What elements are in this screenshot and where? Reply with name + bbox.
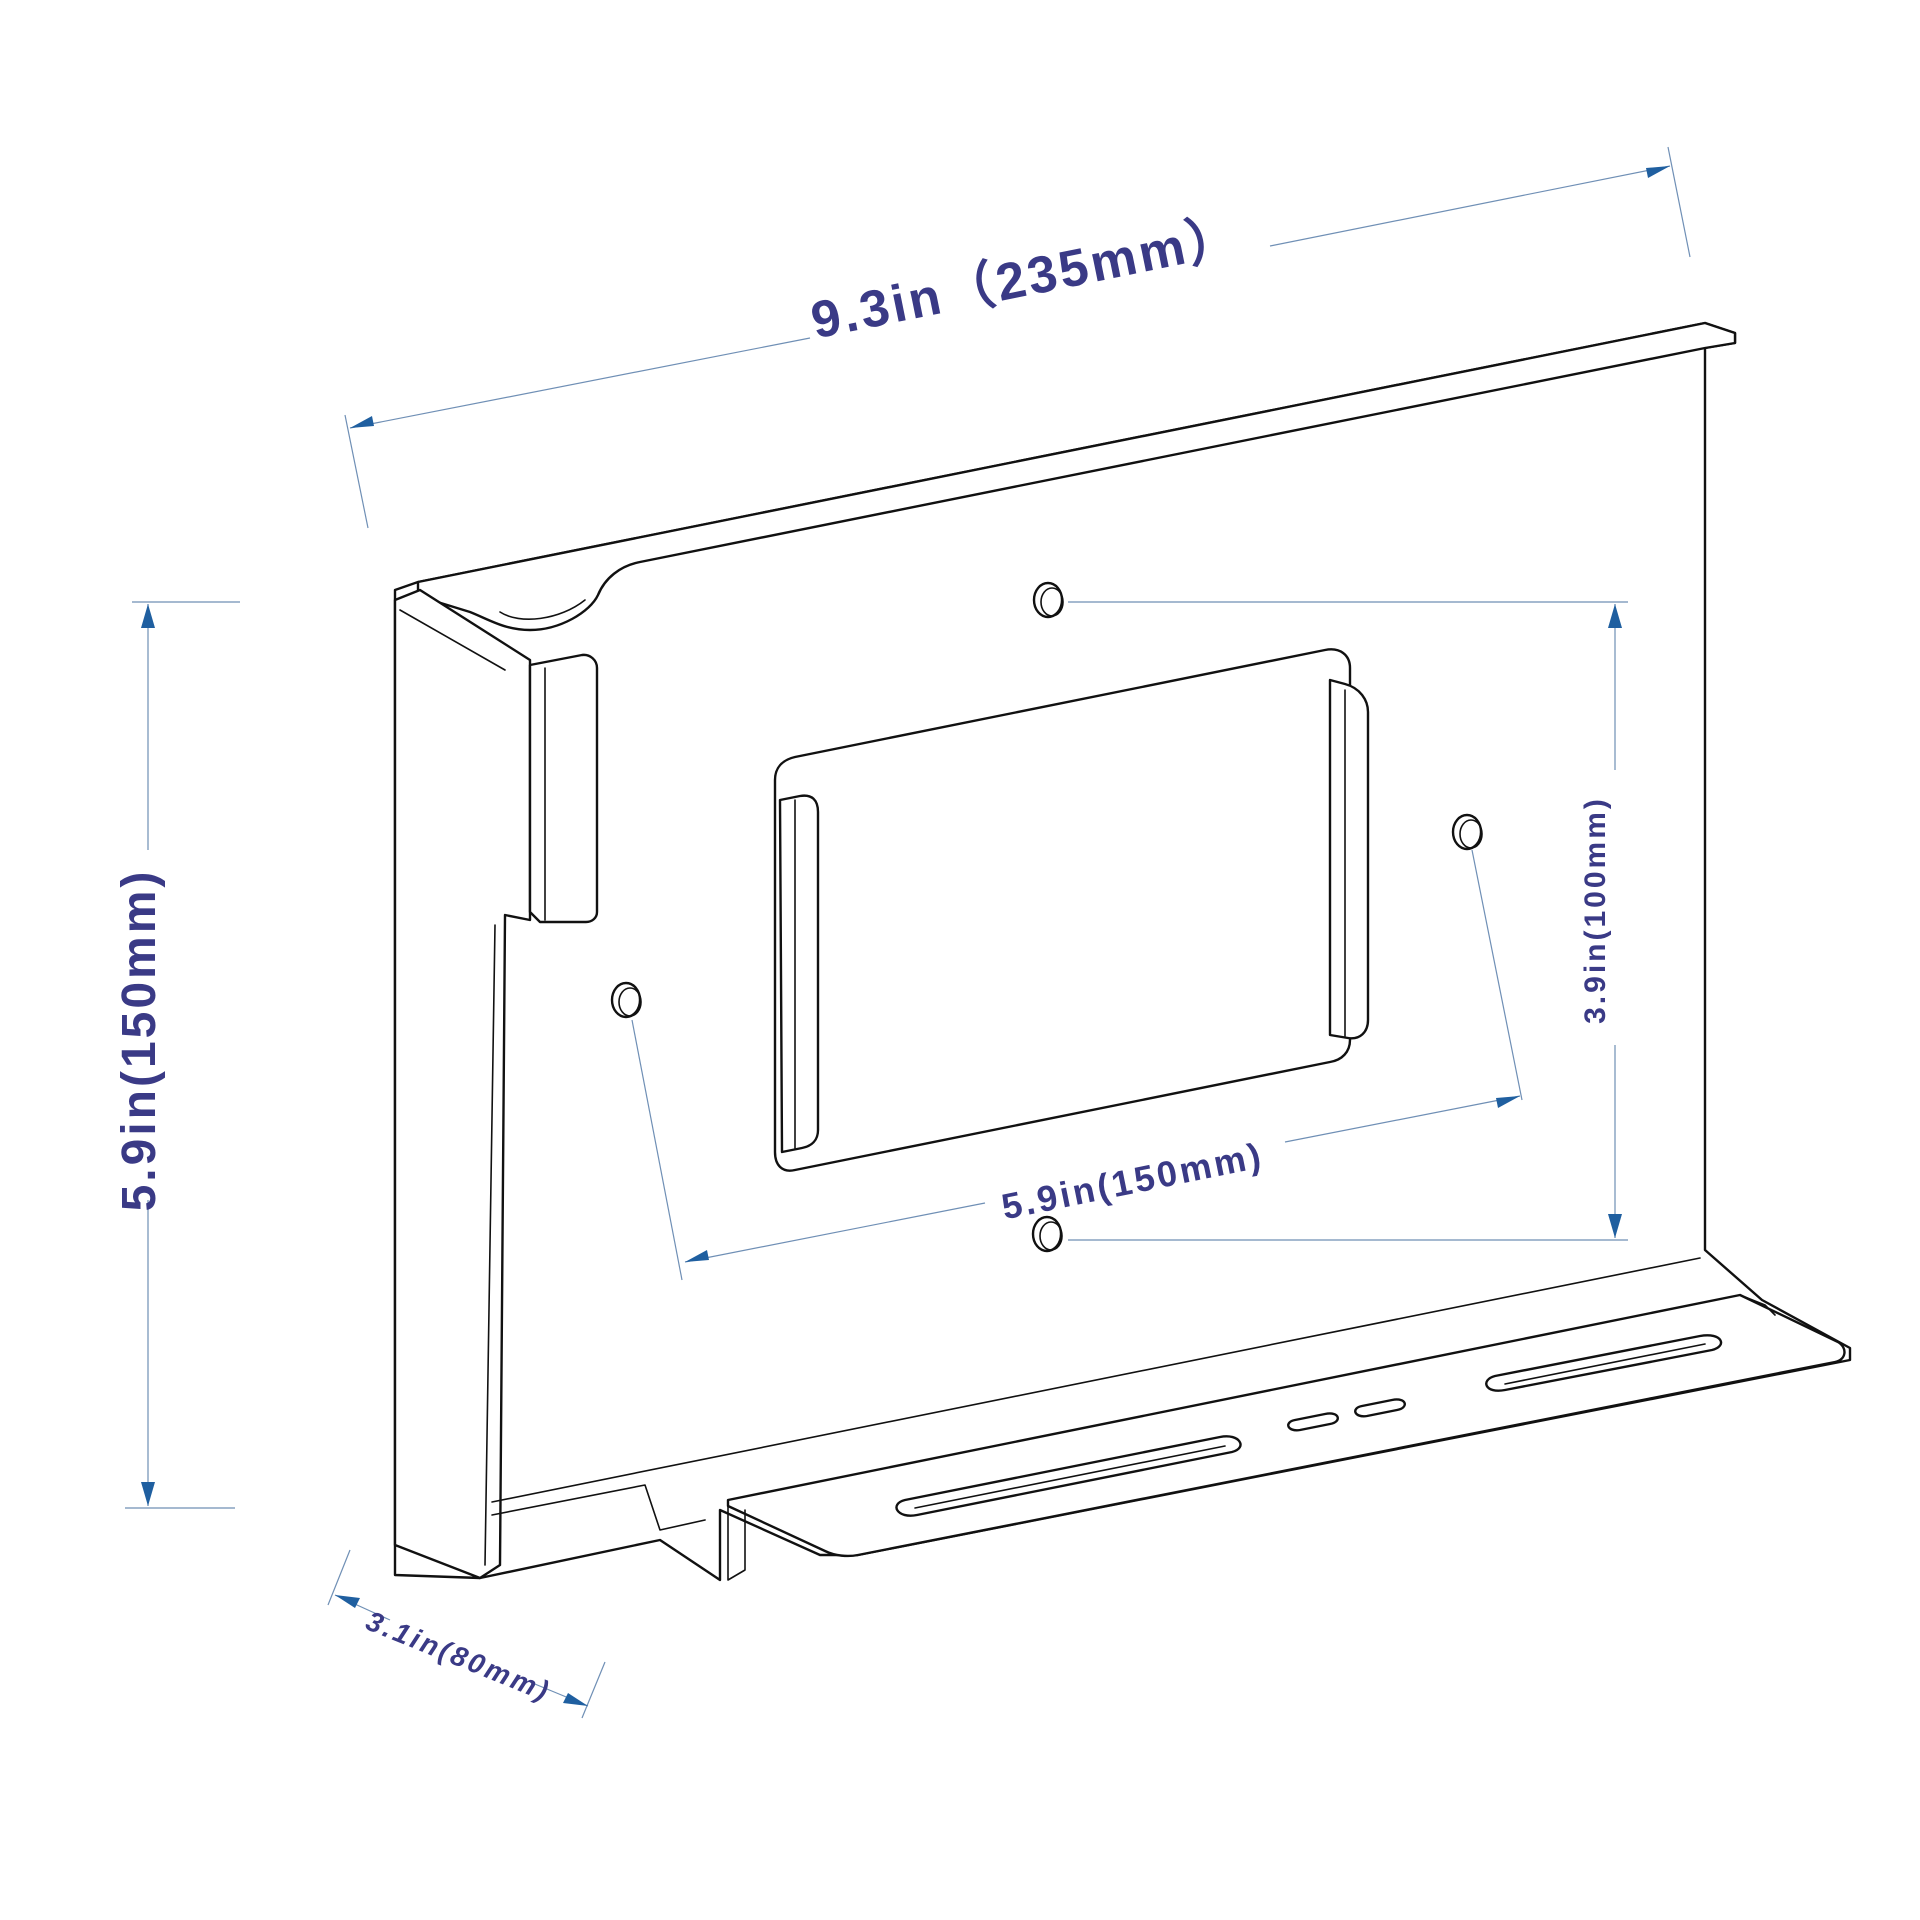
dimension-hole-vertical: 3.9in(100mm): [1068, 601, 1628, 1241]
center-cutout: [773, 648, 1352, 1172]
left-flange-top-edge: [399, 609, 506, 671]
shelf-small-slot-1: [1287, 1412, 1339, 1432]
left-side-flange: [393, 588, 532, 1580]
arrow-hole-v-top: [1608, 604, 1622, 628]
hole-top-rim: [1040, 587, 1064, 617]
arrow-width-left: [350, 416, 374, 428]
top-flange: [416, 321, 1737, 632]
cutout-tab-right: [1328, 678, 1370, 1040]
top-flange-edge: [639, 347, 1706, 563]
mounting-holes: [610, 581, 1483, 1253]
shelf-small-slot-2: [1354, 1398, 1406, 1418]
top-flange-fold: [499, 599, 586, 620]
hole-left: [610, 981, 642, 1019]
hole-right: [1451, 813, 1483, 851]
left-flange-inner-edge: [484, 924, 496, 1566]
back-plate-bottom-edge-2: [491, 1484, 706, 1531]
hole-left-rim: [618, 987, 642, 1017]
shelf-slot-left-inner: [914, 1445, 1226, 1509]
arrow-hole-v-bottom: [1608, 1214, 1622, 1238]
shelf-back-lip: [1739, 1294, 1776, 1316]
shelf-slot-left: [895, 1435, 1242, 1517]
label-overall-height: 5.9in(150mm): [113, 869, 166, 1212]
dimension-overall-height: 5.9in(150mm): [113, 601, 240, 1509]
arrow-height-top: [141, 604, 155, 628]
shelf-slot-right: [1485, 1334, 1723, 1392]
cutout-tab-left: [778, 794, 820, 1154]
hole-top: [1032, 581, 1064, 619]
hole-bottom-rim: [1039, 1221, 1063, 1251]
shelf-fold-line: [727, 1499, 746, 1581]
arrow-width-right: [1646, 166, 1670, 178]
hole-bottom: [1031, 1215, 1063, 1253]
arrow-depth-right: [563, 1693, 588, 1706]
arrow-height-bottom: [141, 1482, 155, 1506]
arrow-depth-left: [335, 1595, 360, 1608]
arrow-hole-h-right: [1496, 1096, 1520, 1108]
label-overall-width: 9.3in（235mm）: [806, 206, 1247, 350]
left-tab: [528, 653, 599, 924]
label-hole-vertical: 3.9in(100mm): [1579, 796, 1612, 1024]
label-depth: 3.1in(80mm): [362, 1605, 556, 1707]
back-plate-bottom-edge: [491, 1257, 1701, 1503]
hole-right-rim: [1459, 819, 1483, 849]
shelf-slot-right-inner: [1504, 1343, 1706, 1385]
arrow-hole-h-left: [685, 1250, 709, 1262]
bracket-part: [393, 321, 1852, 1582]
